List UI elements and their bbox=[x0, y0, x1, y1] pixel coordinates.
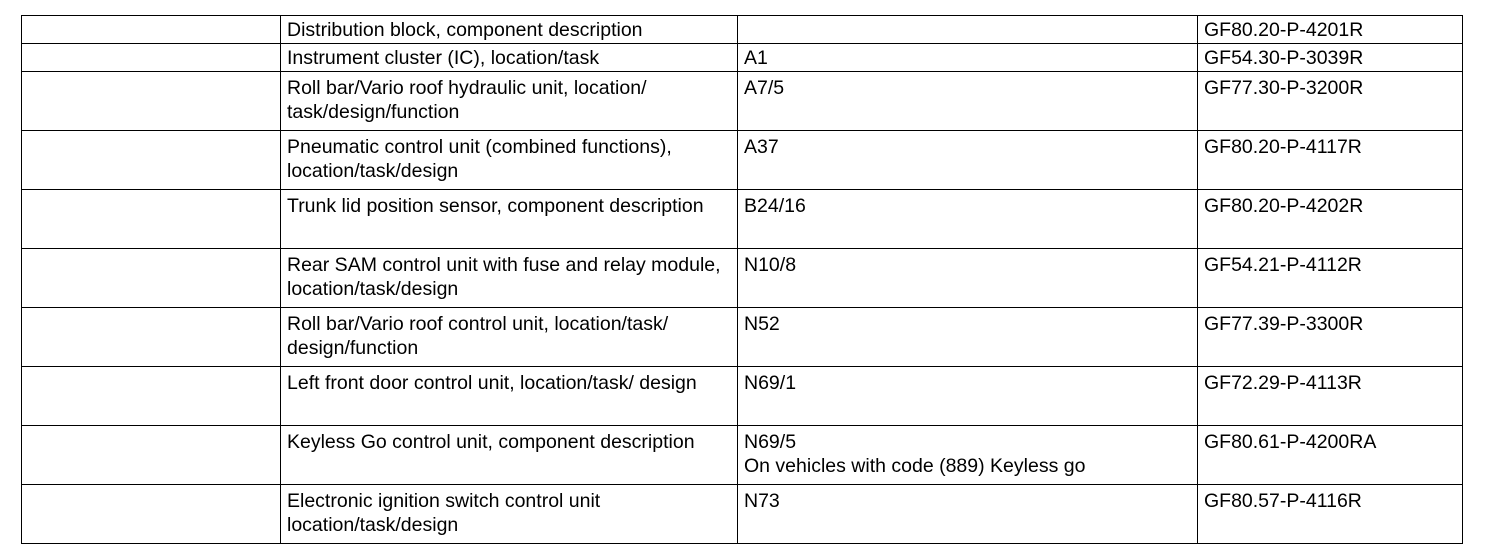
empty-cell bbox=[21, 71, 281, 131]
empty-cell bbox=[21, 307, 281, 367]
code-cell: N69/5 On vehicles with code (889) Keyles… bbox=[737, 425, 1198, 485]
description-cell: Trunk lid position sensor, component des… bbox=[280, 189, 738, 249]
code-cell: A1 bbox=[737, 43, 1198, 72]
document-cell: GF54.30-P-3039R bbox=[1197, 43, 1463, 72]
empty-cell bbox=[21, 366, 281, 426]
document-cell: GF80.57-P-4116R bbox=[1197, 484, 1463, 544]
table-row: Roll bar/Vario roof control unit, locati… bbox=[21, 307, 1463, 367]
component-reference-table: Distribution block, component descriptio… bbox=[21, 15, 1463, 544]
code-cell: N73 bbox=[737, 484, 1198, 544]
empty-cell bbox=[21, 484, 281, 544]
empty-cell bbox=[21, 248, 281, 308]
empty-cell bbox=[21, 425, 281, 485]
document-cell: GF80.20-P-4201R bbox=[1197, 15, 1463, 44]
description-cell: Roll bar/Vario roof control unit, locati… bbox=[280, 307, 738, 367]
document-cell: GF72.29-P-4113R bbox=[1197, 366, 1463, 426]
table-row: Trunk lid position sensor, component des… bbox=[21, 189, 1463, 249]
description-cell: Distribution block, component descriptio… bbox=[280, 15, 738, 44]
code-cell: B24/16 bbox=[737, 189, 1198, 249]
description-cell: Pneumatic control unit (combined functio… bbox=[280, 130, 738, 190]
document-cell: GF54.21-P-4112R bbox=[1197, 248, 1463, 308]
table-row: Keyless Go control unit, component descr… bbox=[21, 425, 1463, 485]
code-cell: N10/8 bbox=[737, 248, 1198, 308]
description-cell: Instrument cluster (IC), location/task bbox=[280, 43, 738, 72]
document-cell: GF80.20-P-4202R bbox=[1197, 189, 1463, 249]
table-row: Electronic ignition switch control unit … bbox=[21, 484, 1463, 544]
code-cell: N69/1 bbox=[737, 366, 1198, 426]
empty-cell bbox=[21, 43, 281, 72]
document-cell: GF80.61-P-4200RA bbox=[1197, 425, 1463, 485]
code-cell bbox=[737, 15, 1198, 44]
document-cell: GF77.39-P-3300R bbox=[1197, 307, 1463, 367]
table-row: Pneumatic control unit (combined functio… bbox=[21, 130, 1463, 190]
description-cell: Rear SAM control unit with fuse and rela… bbox=[280, 248, 738, 308]
empty-cell bbox=[21, 189, 281, 249]
code-cell: A7/5 bbox=[737, 71, 1198, 131]
description-cell: Roll bar/Vario roof hydraulic unit, loca… bbox=[280, 71, 738, 131]
description-cell: Left front door control unit, location/t… bbox=[280, 366, 738, 426]
table-row: Distribution block, component descriptio… bbox=[21, 15, 1463, 44]
table-row: Left front door control unit, location/t… bbox=[21, 366, 1463, 426]
document-cell: GF77.30-P-3200R bbox=[1197, 71, 1463, 131]
description-cell: Keyless Go control unit, component descr… bbox=[280, 425, 738, 485]
table-row: Roll bar/Vario roof hydraulic unit, loca… bbox=[21, 71, 1463, 131]
description-cell: Electronic ignition switch control unit … bbox=[280, 484, 738, 544]
code-cell: A37 bbox=[737, 130, 1198, 190]
empty-cell bbox=[21, 15, 281, 44]
empty-cell bbox=[21, 130, 281, 190]
table-row: Rear SAM control unit with fuse and rela… bbox=[21, 248, 1463, 308]
table-row: Instrument cluster (IC), location/task A… bbox=[21, 43, 1463, 72]
document-cell: GF80.20-P-4117R bbox=[1197, 130, 1463, 190]
code-cell: N52 bbox=[737, 307, 1198, 367]
